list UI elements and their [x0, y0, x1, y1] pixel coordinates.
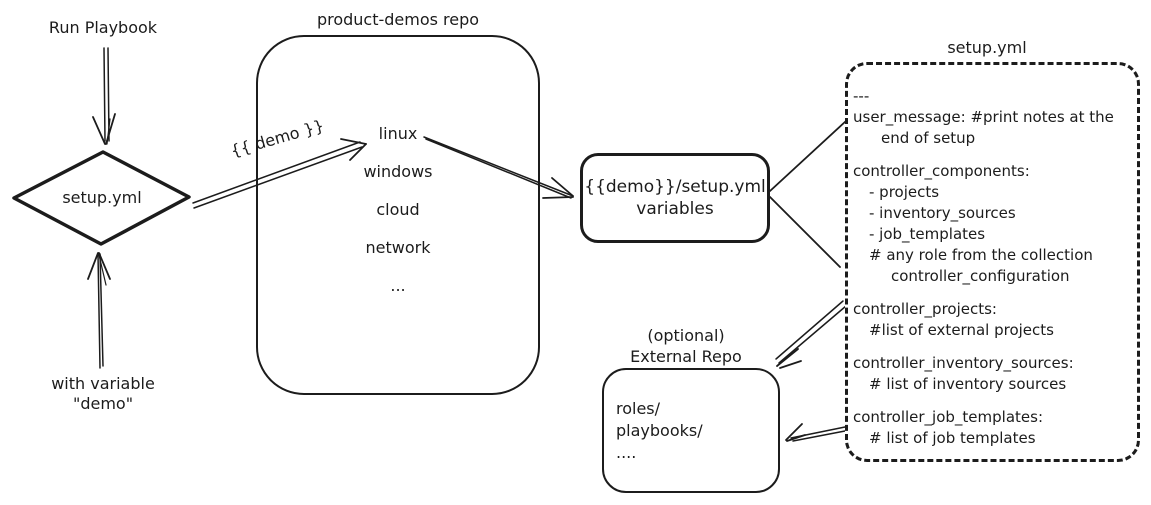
yaml-line-job-templates-comment: # list of job templates [869, 429, 1036, 447]
repo-item-network: network [365, 238, 431, 257]
external-repo-box: roles/ playbooks/ .... [602, 368, 780, 493]
external-repo-label-optional: (optional) [647, 326, 725, 345]
yaml-line-inventory-sources-comment: # list of inventory sources [869, 375, 1067, 393]
yaml-line-controller-components: controller_components: [853, 162, 1030, 180]
yaml-line-blank [853, 395, 1131, 407]
yaml-line-controller-job-templates: controller_job_templates: [853, 408, 1044, 426]
run-playbook-label: Run Playbook [48, 18, 158, 37]
yaml-line-inventory-sources: - inventory_sources [869, 204, 1016, 222]
yaml-line-job-templates: - job_templates [869, 225, 986, 243]
setup-yml-box-title: setup.yml [947, 38, 1027, 57]
arrow-with-variable [87, 252, 111, 369]
repo-box-title: product-demos repo [316, 10, 480, 29]
yaml-line-projects: - projects [869, 183, 940, 201]
external-repo-playbooks: playbooks/ [616, 421, 703, 440]
vars-box-line1: {{demo}}/setup.yml [584, 177, 766, 197]
arrow-jobtemplates-to-external [785, 423, 846, 442]
yaml-line-blank [853, 149, 1131, 161]
demo-setup-variables-box: {{demo}}/setup.yml variables [580, 153, 770, 243]
arrow-run-playbook [92, 47, 116, 145]
with-variable-label-line1: with variable [51, 374, 155, 393]
yaml-line-blank [853, 341, 1131, 353]
with-variable-label-line2: "demo" [72, 394, 134, 413]
yaml-line-blank [853, 287, 1131, 299]
connector-vars-to-setupyml [769, 120, 847, 268]
yaml-line-controller-projects: controller_projects: [853, 300, 997, 318]
diamond-setup-yml-label: setup.yml [62, 188, 142, 207]
repo-item-cloud: cloud [376, 200, 420, 219]
yaml-line-doc-start: --- [853, 87, 870, 105]
setup-yml-content-box: --- user_message: #print notes at the en… [845, 62, 1140, 462]
yaml-line-any-role-comment: # any role from the collection [869, 246, 1093, 264]
external-repo-roles: roles/ [616, 399, 661, 418]
product-demos-repo-box [256, 35, 540, 395]
arrow-projects-to-external [775, 300, 847, 369]
repo-item-linux: linux [378, 124, 418, 143]
yaml-line-controller-inventory-sources: controller_inventory_sources: [853, 354, 1074, 372]
yaml-line-user-message: user_message: #print notes at the [853, 108, 1114, 126]
yaml-line-end-of-setup: end of setup [881, 129, 976, 147]
yaml-line-external-projects-comment: #list of external projects [869, 321, 1054, 339]
repo-item-windows: windows [363, 162, 433, 181]
external-repo-ellipsis: .... [616, 443, 637, 462]
repo-item-ellipsis: ... [390, 276, 406, 295]
vars-box-line2: variables [636, 199, 714, 219]
yaml-line-controller-configuration: controller_configuration [891, 267, 1070, 285]
external-repo-label-title: External Repo [630, 347, 742, 366]
repo-item-list: linux windows cloud network ... [256, 122, 540, 297]
